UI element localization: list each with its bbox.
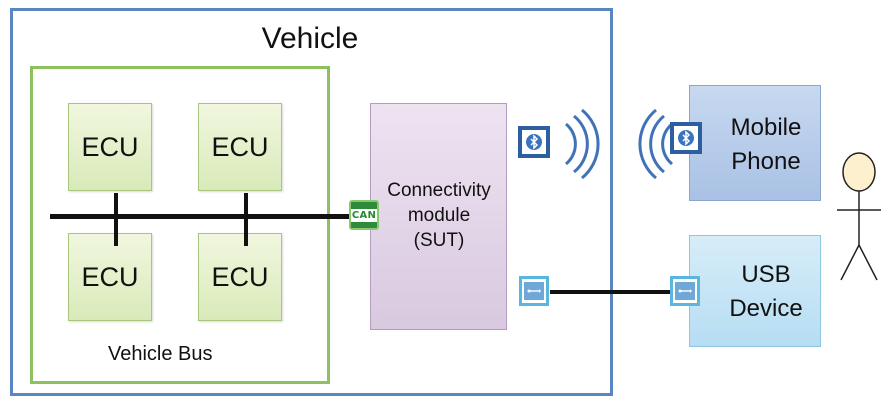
ecu-label: ECU: [211, 131, 269, 162]
ecu-label: ECU: [81, 131, 139, 162]
ecu-box-top-right: ECU: [198, 103, 282, 191]
bus-connector: [114, 193, 118, 220]
usb-cable-line: [550, 290, 674, 294]
bus-connector: [244, 193, 248, 220]
connectivity-module-line-3: (SUT): [413, 230, 465, 251]
bus-connector: [244, 219, 248, 246]
usb-device-line-2: Device: [729, 295, 803, 322]
mobile-phone-label: Mobile Phone: [711, 111, 821, 179]
wireless-signal-icon: [564, 108, 600, 180]
ecu-box-bottom-left: ECU: [68, 233, 152, 321]
bluetooth-icon: [518, 126, 550, 158]
connectivity-module-box: [370, 103, 507, 330]
mobile-phone-line-1: Mobile: [730, 114, 802, 141]
bluetooth-icon: [670, 122, 702, 154]
usb-device-box: [689, 235, 821, 347]
vehicle-bus-label: Vehicle Bus: [108, 343, 213, 365]
vehicle-title: Vehicle: [261, 22, 359, 55]
ecu-box-top-left: ECU: [68, 103, 152, 191]
usb-icon: [519, 276, 549, 306]
connectivity-module-label: Connectivity module (SUT): [372, 178, 506, 253]
usb-device-line-1: USB: [741, 261, 791, 288]
mobile-phone-line-2: Phone: [731, 148, 801, 175]
bus-connector: [114, 219, 118, 246]
connectivity-module-line-2: module: [407, 205, 471, 226]
user-stick-figure-icon: [837, 152, 881, 281]
ecu-label: ECU: [211, 261, 269, 292]
usb-icon: [670, 276, 700, 306]
can-icon: CAN: [349, 200, 379, 230]
ecu-label: ECU: [81, 261, 139, 292]
wireless-signal-icon: [638, 108, 674, 180]
connectivity-module-line-1: Connectivity: [387, 180, 491, 201]
can-label: CAN: [350, 208, 378, 222]
ecu-box-bottom-right: ECU: [198, 233, 282, 321]
bus-line: [50, 214, 352, 219]
usb-device-label: USB Device: [711, 258, 821, 326]
